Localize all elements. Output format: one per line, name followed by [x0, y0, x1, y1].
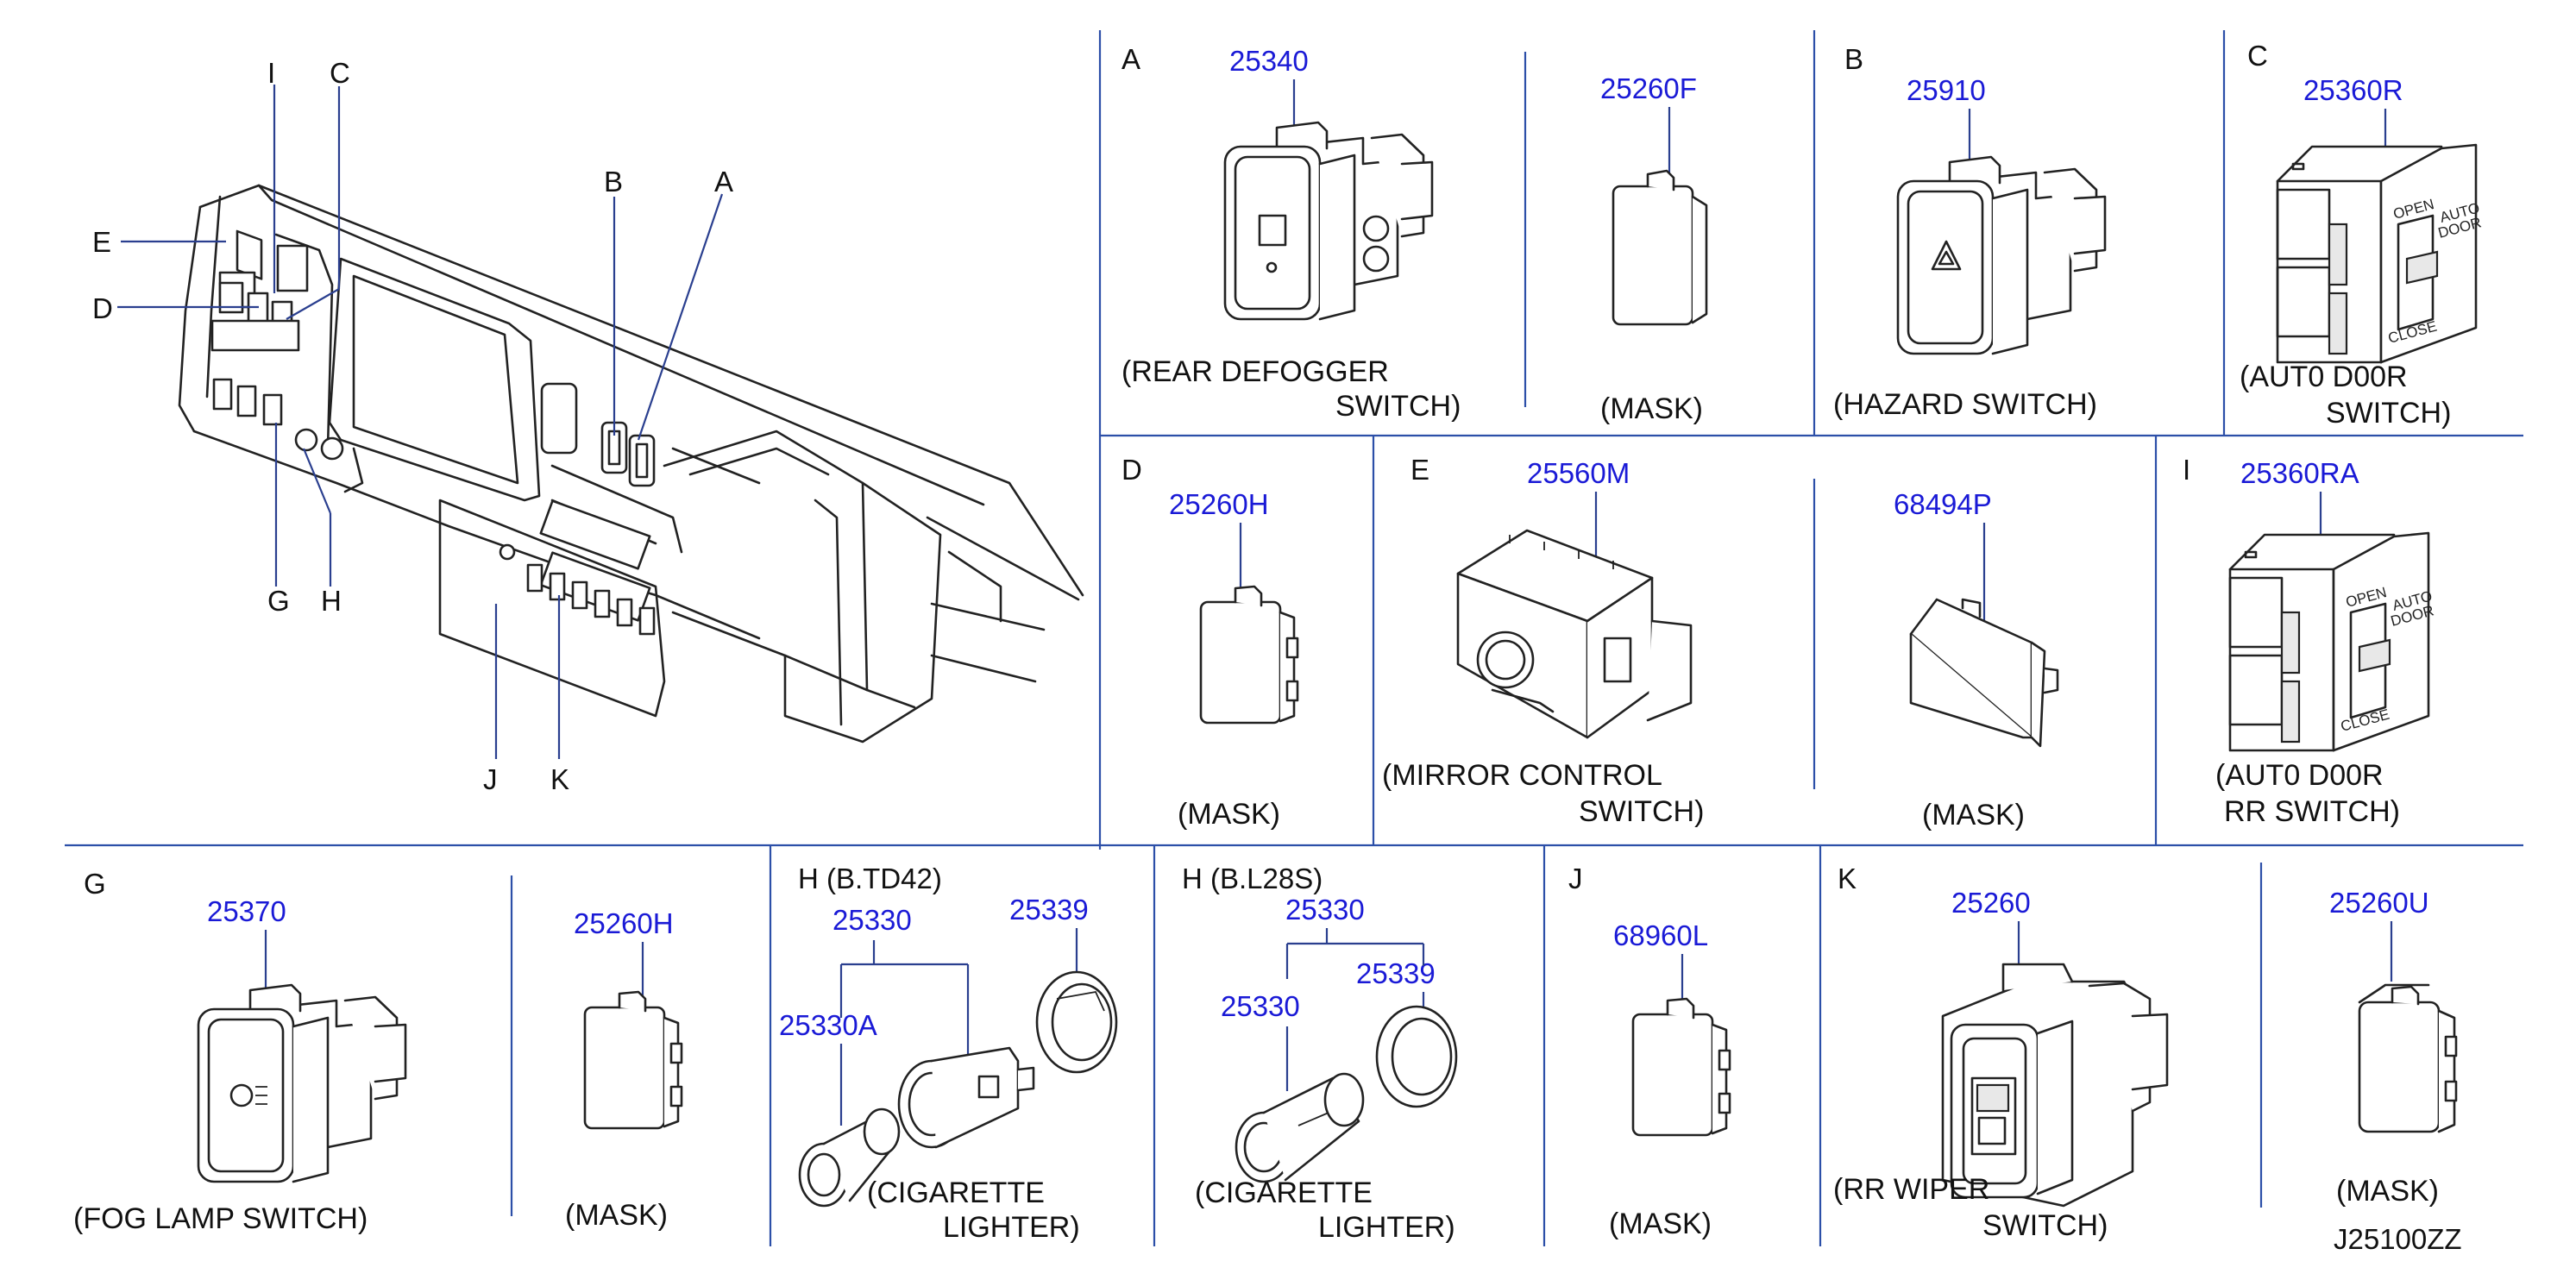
- overview-label-h: H: [321, 585, 342, 617]
- overview-labels: I C E D B A G H J K: [92, 57, 733, 795]
- panel-e: E 25560M (MIRROR CONTROL SWITCH): [1382, 454, 1704, 828]
- panel-e-caption-line1: (MIRROR CONTROL: [1382, 759, 1662, 792]
- panel-h-l28s-caption-line1: (CIGARETTE: [1195, 1176, 1373, 1209]
- mask-68960l-illustration: [1631, 997, 1731, 1137]
- panel-g-letter: G: [84, 868, 106, 900]
- panel-j-part-number: 68960L: [1613, 919, 1708, 951]
- panel-i-caption-line1: (AUT0 D00R: [2215, 759, 2384, 792]
- panel-h-td42-letter: H (B.TD42): [798, 863, 942, 894]
- panel-e-mask-part-number: 68494P: [1894, 488, 1992, 520]
- overview-label-k: K: [550, 763, 569, 795]
- panel-g-caption: (FOG LAMP SWITCH): [73, 1202, 368, 1235]
- overview-label-j: J: [483, 763, 498, 795]
- panel-e-part-number: 25560M: [1527, 457, 1630, 489]
- panel-g-part-number: 25370: [207, 895, 286, 927]
- panel-b-part-number: 25910: [1907, 74, 1986, 106]
- panel-k-mask-part-number: 25260U: [2329, 887, 2429, 919]
- panel-d: D 25260H (MASK): [1122, 454, 1299, 831]
- panel-i-caption-line2: RR SWITCH): [2224, 795, 2400, 828]
- panel-g-mask-part-number: 25260H: [574, 907, 674, 939]
- panel-a-mask-part-number: 25260F: [1600, 72, 1697, 104]
- mask-25260h-g-illustration: [583, 990, 683, 1130]
- panel-a-mask: 25260F (MASK): [1600, 72, 1708, 425]
- panel-a-caption-line1: (REAR DEFOGGER: [1122, 355, 1389, 388]
- panel-h-l28s: H (B.L28S) 25330 25330 25339 (CIGARETTE …: [1182, 863, 1458, 1244]
- mirror-control-switch-illustration: [1456, 529, 1693, 739]
- rear-defogger-switch-illustration: [1223, 121, 1434, 321]
- diagram-code: J25100ZZ: [2334, 1223, 2462, 1255]
- panel-j-caption: (MASK): [1609, 1208, 1712, 1240]
- overview-leaders: [117, 85, 724, 759]
- cigarette-lighter-l28s-illustration: [1235, 1005, 1458, 1183]
- panel-h-l28s-part-left: 25330: [1221, 990, 1300, 1022]
- overview-label-d: D: [92, 292, 113, 324]
- panel-d-caption: (MASK): [1178, 798, 1280, 831]
- fog-lamp-switch-illustration: [197, 983, 407, 1183]
- panel-k-mask-caption: (MASK): [2336, 1175, 2439, 1208]
- panel-g-mask: 25260H (MASK): [565, 907, 683, 1232]
- overview-label-e: E: [92, 226, 111, 258]
- panel-a: A 25340 (REAR DEFOGGER SWITCH): [1122, 43, 1461, 423]
- panel-b-caption: (HAZARD SWITCH): [1833, 388, 2097, 421]
- panel-h-l28s-letter: H (B.L28S): [1182, 863, 1323, 894]
- panel-k: K 25260 (RR WIPER SWITCH): [1833, 863, 2169, 1242]
- panel-h-td42: H (B.TD42) 25330 25339 25330A (CIGARETTE…: [779, 863, 1118, 1244]
- panel-d-letter: D: [1122, 454, 1142, 486]
- overview-label-c: C: [330, 57, 350, 89]
- panel-c-letter: C: [2247, 40, 2268, 72]
- panel-e-letter: E: [1411, 454, 1429, 486]
- panel-h-l28s-part-right: 25339: [1356, 957, 1436, 989]
- panel-e-mask: 68494P (MASK): [1894, 488, 2059, 831]
- rr-wiper-switch-illustration: [1941, 963, 2169, 1208]
- panel-d-part-number: 25260H: [1169, 488, 1269, 520]
- panel-k-letter: K: [1838, 863, 1857, 894]
- panel-h-l28s-part-top: 25330: [1285, 894, 1365, 925]
- panel-i: I 25360RA OPEN AUTO DOOR CLOSE (AUT0 D00…: [2183, 454, 2435, 828]
- panel-e-caption-line2: SWITCH): [1579, 795, 1704, 828]
- panel-a-mask-caption: (MASK): [1600, 392, 1703, 425]
- panel-c-caption-line1: (AUT0 D00R: [2240, 361, 2408, 393]
- panel-separators: [65, 30, 2523, 1246]
- panel-g: G 25370 (FOG LAMP SWITCH): [73, 868, 407, 1235]
- panel-k-caption-line2: SWITCH): [1982, 1209, 2108, 1242]
- mask-25260h-illustration: [1199, 585, 1299, 725]
- panel-j-letter: J: [1568, 863, 1583, 894]
- overview-label-a: A: [714, 166, 733, 198]
- panel-k-caption-line1: (RR WIPER: [1833, 1173, 1989, 1206]
- panel-i-part-number: 25360RA: [2240, 457, 2359, 489]
- panel-h-td42-part-right: 25339: [1009, 894, 1089, 925]
- auto-door-rr-switch-illustration: OPEN AUTO DOOR CLOSE: [2228, 531, 2435, 752]
- overview-label-b: B: [604, 166, 623, 198]
- panel-a-letter: A: [1122, 43, 1140, 75]
- panel-a-caption-line2: SWITCH): [1335, 390, 1461, 423]
- panel-e-mask-caption: (MASK): [1922, 799, 2025, 831]
- panel-h-td42-caption-line1: (CIGARETTE: [867, 1176, 1045, 1209]
- panel-h-l28s-caption-line2: LIGHTER): [1318, 1211, 1455, 1244]
- mask-68494p-illustration: [1909, 598, 2059, 748]
- panel-c-part-number: 25360R: [2303, 74, 2403, 106]
- panel-c-caption-line2: SWITCH): [2326, 397, 2451, 430]
- panel-h-td42-caption-line2: LIGHTER): [943, 1211, 1080, 1244]
- panel-a-part-number: 25340: [1229, 45, 1309, 77]
- cigarette-lighter-td42-illustration: [798, 970, 1118, 1208]
- panel-b: B 25910 (HAZARD SWITCH): [1833, 43, 2107, 421]
- auto-door-switch-illustration: OPEN AUTO DOOR CLOSE: [2276, 143, 2483, 364]
- dashboard-overview: [178, 184, 1084, 744]
- mask-25260f-illustration: [1612, 169, 1708, 326]
- panel-k-part-number: 25260: [1951, 887, 2031, 919]
- panel-b-letter: B: [1844, 43, 1863, 75]
- panel-h-td42-part-left: 25330A: [779, 1009, 877, 1041]
- panel-c: C 25360R OPEN AUTO DOOR CLOSE (AUT0 D00R…: [2240, 40, 2483, 430]
- mask-25260u-illustration: [2358, 983, 2458, 1133]
- panel-j: J 68960L (MASK): [1568, 863, 1731, 1240]
- overview-label-g: G: [267, 585, 290, 617]
- panel-h-td42-part-top: 25330: [832, 904, 912, 936]
- panel-g-mask-caption: (MASK): [565, 1199, 668, 1232]
- overview-label-i: I: [267, 57, 275, 89]
- panel-i-letter: I: [2183, 454, 2190, 486]
- hazard-switch-illustration: [1896, 155, 2107, 355]
- panel-k-mask: 25260U (MASK) J25100ZZ: [2329, 887, 2462, 1255]
